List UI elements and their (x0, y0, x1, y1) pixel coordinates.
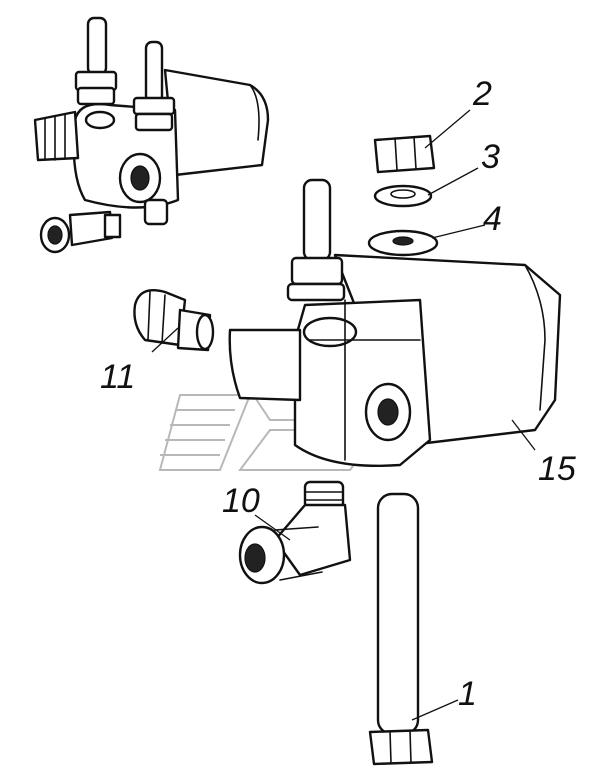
washer-part-4 (367, 229, 439, 257)
bolt-part-1 (368, 492, 434, 766)
callout-label-1: 1 (458, 675, 477, 713)
assembled-valve (33, 16, 270, 254)
callout-label-11: 11 (100, 358, 135, 396)
callout-label-10: 10 (222, 482, 260, 520)
callout-label-3: 3 (481, 138, 500, 176)
washer-part-3 (373, 184, 433, 208)
valve-body-15 (228, 253, 562, 468)
threaded-stud (286, 178, 346, 302)
nut-part-2 (373, 134, 436, 174)
callout-label-2: 2 (472, 75, 492, 113)
fitting-part-11 (133, 288, 215, 352)
callout-label-15: 15 (538, 450, 576, 488)
callout-label-4: 4 (483, 200, 502, 238)
leader-lines (151, 109, 536, 721)
elbow-fitting-part-10 (238, 480, 352, 585)
